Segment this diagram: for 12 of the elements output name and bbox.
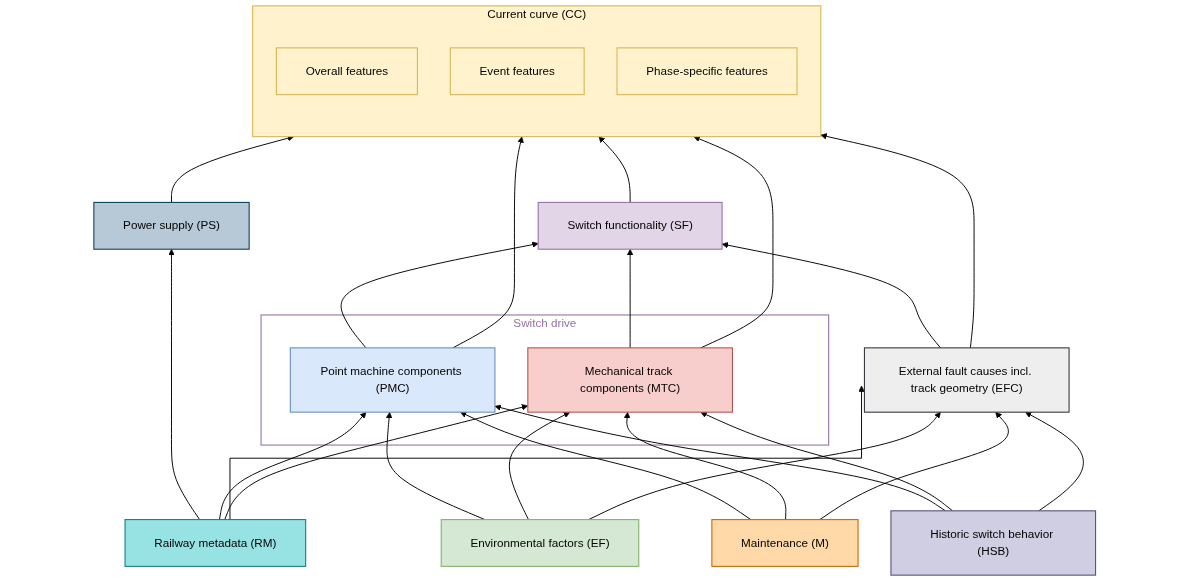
node-box: Phase-specific features [616,47,798,96]
node-box: Railway metadata (RM) [124,519,306,567]
node-box: Historic switch behavior (HSB) [890,510,1096,576]
node-box: Point machine components (PMC) [289,347,496,413]
node-box: Switch functionality (SF) [537,201,723,250]
node-box: External fault causes incl. track geometry (EFC) [863,347,1070,413]
node-box: Power supply (PS) [93,201,250,250]
node-box: Mechanical track components (MTC) [527,347,733,413]
node-box: Overall features [275,47,418,96]
node-box: Maintenance (M) [711,519,859,567]
node-box: Event features [449,47,585,96]
node-box: Environmental factors (EF) [440,519,640,567]
